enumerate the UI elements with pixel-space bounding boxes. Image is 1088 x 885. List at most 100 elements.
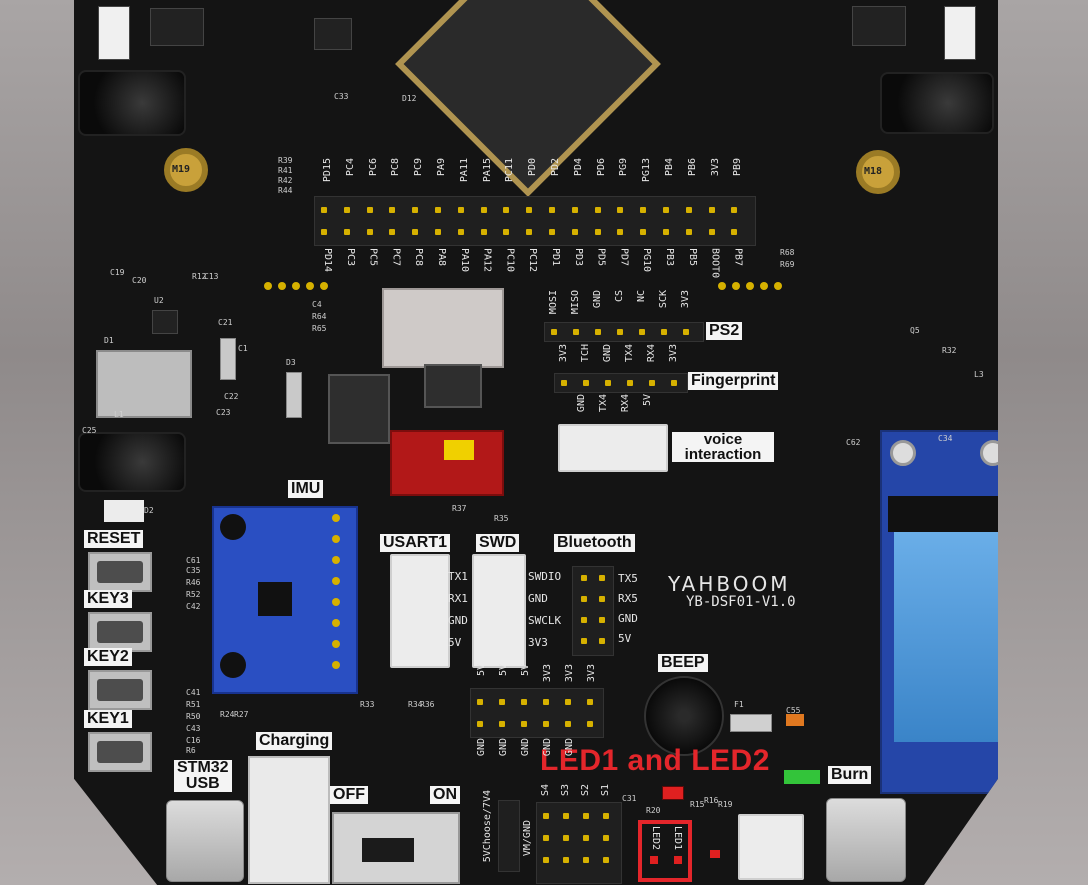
part-ref-label: C62 (846, 438, 861, 447)
led1-label: LED1 (672, 826, 683, 851)
gpio-bottom-pin-label: PC5 (367, 248, 379, 267)
part-ref-label: L1 (114, 410, 124, 419)
gpio-top-pin-label: PG13 (641, 158, 653, 183)
bluetooth-header[interactable] (572, 566, 614, 656)
led-callout-text: LED1 and LED2 (540, 744, 770, 777)
part-ref-label: R52 (186, 590, 201, 599)
gpio-top-pin-label: PA11 (458, 158, 470, 183)
bluetooth-pin (599, 575, 605, 581)
part-ref-label: Q5 (910, 326, 920, 335)
voice-connector[interactable] (558, 424, 668, 472)
ps2-pin-label: CS (614, 290, 625, 303)
part-ref-label: R64 (312, 312, 327, 321)
push-button[interactable] (88, 552, 152, 592)
bottom-header-pin (477, 721, 483, 727)
5v-choose-header[interactable] (498, 800, 520, 872)
gpio-pin (480, 229, 487, 235)
gpio-pin (389, 229, 396, 235)
bottom-power-header[interactable] (470, 688, 604, 738)
usart1-connector[interactable] (390, 554, 450, 668)
part-ref-label: R65 (312, 324, 327, 333)
gpio-pin (457, 229, 464, 235)
swd-connector[interactable] (472, 554, 526, 668)
part-ref-label: U2 (154, 296, 164, 305)
gpio-pin (685, 229, 692, 235)
power-switch[interactable] (332, 812, 460, 884)
gpio-top-pin-label: PA9 (436, 158, 447, 177)
charging-label: Charging (256, 732, 333, 750)
ps2-pin (661, 329, 667, 335)
gpio-pin (708, 229, 715, 235)
part-ref-label: R20 (646, 806, 661, 815)
led-top-indicator (662, 786, 684, 800)
bottom-header-pin (587, 699, 593, 705)
top-small-chip (314, 18, 352, 50)
part-ref-label: R16 (704, 796, 719, 805)
mount-hole-label: M18 (864, 166, 883, 177)
fingerprint-pin (627, 380, 633, 386)
c1-part (220, 338, 236, 380)
fuse-f1 (730, 714, 772, 732)
pad (760, 282, 768, 290)
part-ref-label: R6 (186, 746, 196, 755)
part-ref-label: C23 (216, 408, 231, 417)
part-ref-label: R50 (186, 712, 201, 721)
ps2-pin-label: SCK (658, 290, 669, 309)
fingerprint-header[interactable] (554, 373, 688, 393)
fingerprint-pin-label: RX4 (646, 344, 657, 363)
burn-label: Burn (828, 766, 872, 784)
part-ref-label: C35 (186, 566, 201, 575)
red-switch-yellow (444, 440, 474, 460)
regulator-left (328, 374, 390, 444)
servo-pin (543, 835, 549, 841)
part-ref-label: R46 (186, 578, 201, 587)
power-switch-knob[interactable] (362, 838, 414, 862)
red-switch[interactable] (390, 430, 504, 496)
gpio-pin (549, 229, 555, 235)
part-ref-label: C55 (786, 706, 801, 715)
push-button[interactable] (88, 670, 152, 710)
part-ref-label: C41 (186, 688, 201, 697)
imu-pin (332, 619, 340, 627)
push-button[interactable] (88, 732, 152, 772)
swd-pin-label: SWDIO (528, 570, 562, 583)
gpio-pin (617, 229, 624, 235)
part-ref-label: D12 (402, 94, 417, 103)
fingerprint-bottom-pin-label: 5V (642, 394, 653, 407)
gpio-bottom-pin-label: PG10 (641, 248, 653, 273)
part-ref-label: C21 (218, 318, 233, 327)
part-ref-label: C25 (82, 426, 97, 435)
small-connector-bottom[interactable] (738, 814, 804, 880)
gpio-pin (503, 207, 510, 213)
bluetooth-pin (581, 596, 587, 602)
burn-usb-port[interactable] (826, 798, 906, 882)
servo-header[interactable] (536, 802, 622, 884)
gpio-bottom-pin-label: PD1 (550, 248, 561, 267)
gpio-top-pin-label: PB4 (664, 158, 675, 177)
bottom-header-pin (521, 721, 527, 727)
bottom-header-label: 3V3 (542, 664, 553, 683)
fingerprint-bottom-pin-label: RX4 (620, 394, 631, 413)
gpio-bottom-pin-label: PC10 (504, 248, 516, 273)
bottom-gnd-label: GND (476, 738, 487, 757)
push-button[interactable] (88, 612, 152, 652)
servo-label: S2 (580, 784, 591, 797)
part-ref-label: R39 (278, 156, 293, 165)
capacitor-top-right (880, 72, 994, 134)
d3-diode (286, 372, 302, 418)
ps2-pin-label: NC (636, 290, 647, 303)
gpio-header[interactable] (314, 196, 756, 246)
bottom-header-pin (477, 699, 483, 705)
stm32-usb-port[interactable] (166, 800, 244, 882)
part-ref-label: C34 (938, 434, 953, 443)
ps2-header[interactable] (544, 322, 704, 342)
button-label: KEY1 (84, 710, 132, 728)
gpio-pin (389, 207, 396, 213)
c55-part (786, 714, 804, 726)
servo-pin (583, 857, 589, 863)
top-left-sop-chip (150, 8, 204, 46)
bottom-header-label: 5V (498, 664, 509, 677)
part-ref-label: C42 (186, 602, 201, 611)
pad (746, 282, 754, 290)
charging-connector[interactable] (248, 756, 330, 884)
